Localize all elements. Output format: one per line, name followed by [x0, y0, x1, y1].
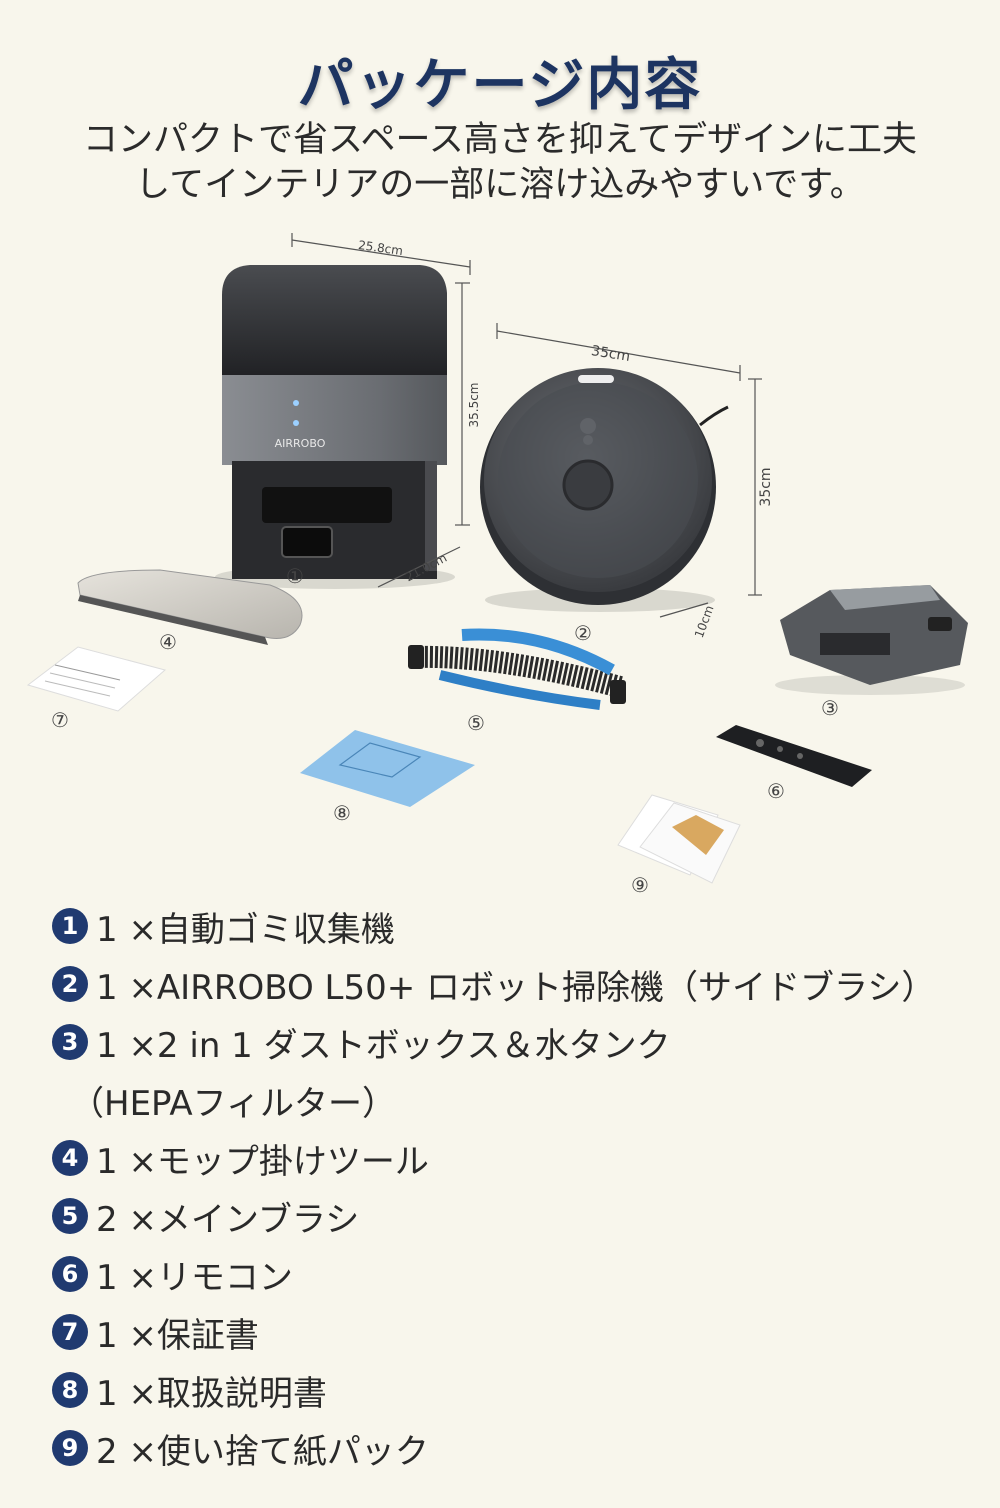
main-brush-image — [408, 628, 626, 710]
item-text: 1 ×取扱説明書 — [96, 1373, 327, 1414]
item-text: 2 ×使い捨て紙パック — [96, 1431, 429, 1472]
marker-3: ③ — [821, 696, 839, 720]
item-text: 1 ×2 in 1 ダストボックス＆水タンク — [96, 1025, 671, 1066]
marker-9: ⑨ — [631, 873, 649, 897]
item-number-badge: 1 — [52, 908, 88, 944]
instruction-manual-image — [300, 730, 475, 807]
item-text: 2 ×メインブラシ — [96, 1199, 360, 1240]
item-number-badge: 8 — [52, 1372, 88, 1408]
item-number-badge: 7 — [52, 1314, 88, 1350]
page-title: パッケージ内容 — [297, 53, 703, 118]
subtitle-line-2: してインテリアの一部に溶け込みやすいです。 — [135, 165, 865, 205]
robot-width-label: 35cm — [590, 343, 631, 365]
marker-7: ⑦ — [51, 708, 69, 732]
marker-1: ① — [286, 564, 304, 588]
list-item: 9 2 ×使い捨て紙パック — [52, 1419, 982, 1477]
item-number-badge: 4 — [52, 1140, 88, 1176]
list-item: 8 1 ×取扱説明書 — [52, 1361, 982, 1419]
warranty-card-image — [26, 646, 167, 712]
item-text: （HEPAフィルター） — [70, 1083, 396, 1124]
item-text: 1 ×保証書 — [96, 1315, 259, 1356]
list-item: 1 1 ×自動ゴミ収集機 — [52, 897, 982, 955]
remote-control-image — [716, 725, 872, 787]
paper-bags-image — [617, 794, 741, 884]
robot-vacuum-image — [480, 368, 729, 612]
station-width-label: 25.8cm — [357, 238, 404, 258]
mop-tool-image — [77, 569, 303, 645]
item-number-badge: 3 — [52, 1024, 88, 1060]
robot-depth-label: 35cm — [758, 467, 774, 506]
list-item: 6 1 ×リモコン — [52, 1245, 982, 1303]
marker-4: ④ — [159, 630, 177, 654]
item-number-badge: 6 — [52, 1256, 88, 1292]
item-text: 1 ×リモコン — [96, 1257, 293, 1298]
marker-8: ⑧ — [333, 801, 351, 825]
list-item-continuation: （HEPAフィルター） — [52, 1071, 982, 1129]
item-text: 1 ×モップ掛けツール — [96, 1141, 429, 1182]
item-number-badge: 5 — [52, 1198, 88, 1234]
marker-6: ⑥ — [767, 779, 785, 803]
list-item: 4 1 ×モップ掛けツール — [52, 1129, 982, 1187]
page-subtitle: コンパクトで省スペース高さを抑えてデザインに工夫 してインテリアの一部に溶け込み… — [0, 118, 1000, 208]
marker-2: ② — [574, 621, 592, 645]
list-item: 2 1 ×AIRROBO L50+ ロボット掃除機（サイドブラシ） — [52, 955, 982, 1013]
package-illustration: AIRROBO 25.8cm 35.5cm 21.0cm 35cm 35cm 1… — [26, 233, 968, 897]
item-number-badge: 9 — [52, 1430, 88, 1466]
package-contents-list: 1 1 ×自動ゴミ収集機 2 1 ×AIRROBO L50+ ロボット掃除機（サ… — [52, 897, 982, 1477]
auto-empty-station-image: AIRROBO — [215, 265, 455, 589]
list-item: 7 1 ×保証書 — [52, 1303, 982, 1361]
item-text: 1 ×AIRROBO L50+ ロボット掃除機（サイドブラシ） — [96, 967, 936, 1008]
dustbox-watertank-image — [775, 585, 968, 695]
station-height-label: 35.5cm — [467, 382, 481, 427]
robot-height-label: 10cm — [692, 603, 717, 639]
list-item: 5 2 ×メインブラシ — [52, 1187, 982, 1245]
station-brand-label: AIRROBO — [275, 437, 326, 450]
item-text: 1 ×自動ゴミ収集機 — [96, 909, 395, 950]
list-item: 3 1 ×2 in 1 ダストボックス＆水タンク — [52, 1013, 982, 1071]
marker-5: ⑤ — [467, 711, 485, 735]
subtitle-line-1: コンパクトで省スペース高さを抑えてデザインに工夫 — [82, 120, 918, 160]
item-number-badge: 2 — [52, 966, 88, 1002]
